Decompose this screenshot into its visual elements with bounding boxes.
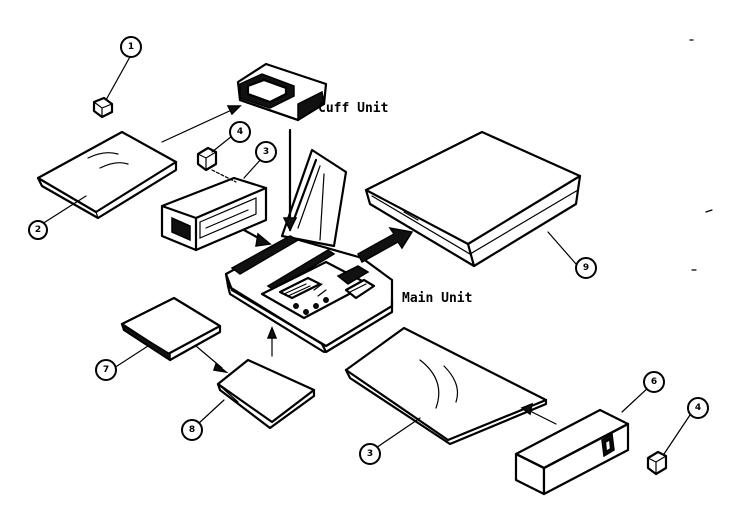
callout-6: 6	[643, 371, 665, 393]
arrow-battery-to-bag	[527, 409, 557, 425]
arrow-head	[213, 362, 229, 374]
arrow-clip-to-tray	[211, 169, 237, 183]
part-large-bag	[344, 326, 548, 446]
part-flat-pad	[36, 130, 178, 220]
callout-1: 1	[120, 36, 142, 58]
arrow-head	[266, 325, 278, 339]
svg-text:2: 2	[35, 225, 41, 235]
callout-9: 9	[575, 257, 597, 279]
callout-8: 8	[181, 419, 203, 441]
arrow-sheet-to-folded	[195, 345, 223, 369]
svg-text:1: 1	[128, 42, 134, 52]
callout-4-top: 4	[229, 121, 251, 143]
arrow-head	[226, 105, 242, 116]
svg-text:9: 9	[583, 263, 589, 273]
label-main-unit: Main Unit	[402, 291, 472, 306]
callout-4-right: 4	[687, 397, 709, 419]
part-large-case	[364, 130, 582, 268]
arrow-head	[255, 232, 272, 247]
leader-lines	[41, 54, 693, 455]
part-battery-pack	[514, 408, 630, 496]
arrow-head	[520, 402, 534, 416]
part-holder-tray	[160, 176, 268, 252]
callout-3-tray: 3	[255, 141, 277, 163]
svg-text:3: 3	[263, 147, 269, 157]
svg-text:8: 8	[189, 425, 195, 435]
part-cap-small	[92, 96, 114, 119]
scan-specks	[689, 39, 713, 271]
part-cuff-unit	[236, 62, 328, 122]
part-sheet-folded	[216, 358, 316, 430]
part-sheet-small	[120, 296, 222, 362]
callout-3-bag: 3	[359, 443, 381, 465]
label-cuff-unit: Cuff Unit	[318, 101, 388, 116]
part-clip-top	[196, 146, 218, 172]
svg-text:4: 4	[695, 403, 701, 413]
assembly-arrows	[161, 105, 557, 425]
svg-text:3: 3	[367, 449, 373, 459]
callout-7: 7	[95, 359, 117, 381]
part-connector-small	[646, 450, 668, 476]
part-main-unit	[224, 148, 394, 354]
svg-text:7: 7	[103, 365, 109, 375]
arrow-main-to-case	[357, 226, 414, 264]
svg-text:6: 6	[651, 377, 657, 387]
arrow-pad-to-cuff	[161, 107, 237, 143]
arrow-head	[282, 217, 298, 232]
svg-text:4: 4	[237, 127, 243, 137]
callout-2: 2	[28, 220, 48, 240]
